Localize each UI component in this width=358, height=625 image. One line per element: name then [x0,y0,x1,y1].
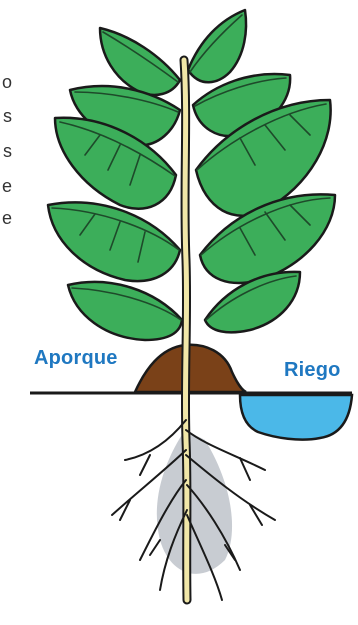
leaves [48,10,335,340]
water-pool [240,395,352,440]
label-riego: Riego [284,359,341,382]
stem-fill [184,60,187,600]
soil-mound [135,345,246,392]
leaf-lower-left [48,202,180,281]
root-shadow [157,430,232,574]
leaf-top-right [188,10,246,82]
leaf-bottom-right [205,272,300,332]
label-aporque: Aporque [34,347,118,370]
